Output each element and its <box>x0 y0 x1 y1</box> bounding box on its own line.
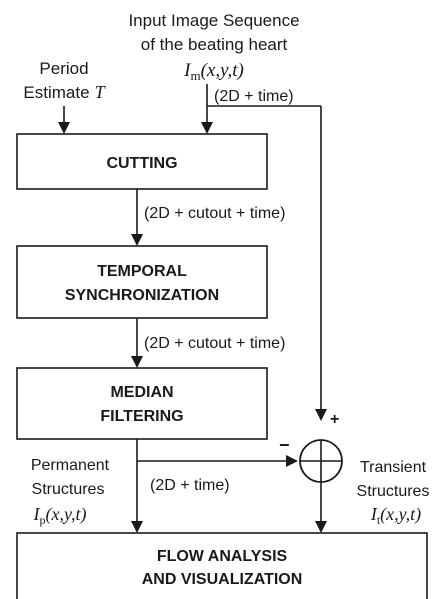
cutting-to-temporal-arrowhead <box>131 234 143 246</box>
median-filtering-box <box>16 367 268 440</box>
permanent-to-junction-arrowhead <box>286 455 298 467</box>
junction-to-flow-arrowhead <box>315 521 327 533</box>
flow-analysis-box <box>16 532 428 599</box>
minus-sign: − <box>279 435 290 455</box>
temporal-dims-label: (2D + cutout + time) <box>144 335 285 352</box>
cutting-box-label: CUTTING <box>106 155 177 172</box>
permanent-symbol: Ip(x,y,t) <box>33 504 87 527</box>
permanent-label-line2: Structures <box>32 481 105 498</box>
input-label-line2: of the beating heart <box>141 35 288 54</box>
median-filtering-label-line2: FILTERING <box>100 408 183 425</box>
input-branch-arrowhead <box>315 409 327 421</box>
cutting-dims-label: (2D + cutout + time) <box>144 205 285 222</box>
median-filtering-label-line1: MEDIAN <box>110 384 173 401</box>
flow-analysis-label-line1: FLOW ANALYSIS <box>157 548 288 565</box>
temporal-to-median-arrowhead <box>131 356 143 368</box>
period-to-cutting-arrowhead <box>58 122 70 134</box>
permanent-dims-label: (2D + time) <box>150 477 230 494</box>
transient-label-line2: Structures <box>357 483 430 500</box>
temporal-sync-label-line1: TEMPORAL <box>97 263 187 280</box>
temporal-sync-box <box>16 245 268 319</box>
input-symbol: Im(x,y,t) <box>183 60 244 83</box>
median-to-flow-arrowhead <box>131 521 143 533</box>
input-label-line1: Input Image Sequence <box>128 11 299 30</box>
permanent-label-line1: Permanent <box>31 457 110 474</box>
period-label-line1: Period <box>39 59 88 78</box>
transient-label-line1: Transient <box>360 459 427 476</box>
temporal-sync-label-line2: SYNCHRONIZATION <box>65 287 219 304</box>
flow-analysis-label-line2: AND VISUALIZATION <box>142 571 303 588</box>
plus-sign: + <box>330 411 339 428</box>
input-dims-label: (2D + time) <box>214 88 294 105</box>
cutting-box <box>16 133 268 190</box>
input-to-cutting-arrowhead <box>201 122 213 134</box>
transient-symbol: It(x,y,t) <box>370 504 421 527</box>
